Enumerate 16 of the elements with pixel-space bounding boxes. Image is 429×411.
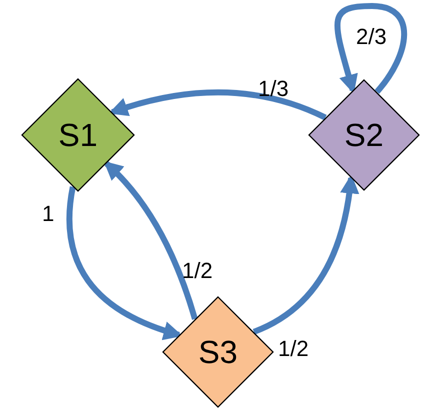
state-diamond	[21, 78, 135, 192]
arrow	[108, 89, 327, 120]
state-label: S1	[58, 119, 98, 151]
edge-label: 2/3	[356, 26, 387, 48]
arrow	[66, 186, 183, 340]
state-label: S2	[344, 119, 384, 151]
arrow	[334, 3, 408, 94]
edge-label: 1/2	[278, 338, 309, 360]
edge-label: 1	[42, 203, 54, 225]
state-label: S3	[198, 336, 238, 368]
state-diamond	[308, 79, 420, 191]
arrow	[104, 160, 198, 320]
edge-label: 1/3	[258, 78, 289, 100]
state-diamond	[162, 296, 274, 408]
edge-label: 1/2	[182, 260, 213, 282]
arrow	[252, 174, 359, 335]
